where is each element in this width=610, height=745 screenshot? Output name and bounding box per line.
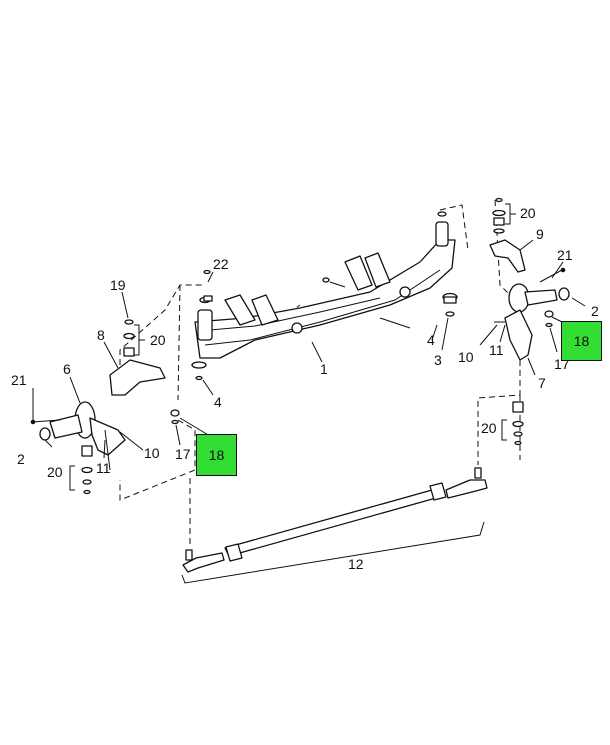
callout-22: 22: [213, 256, 229, 272]
callout-20-lower-left: 20: [47, 464, 63, 480]
left-cotter-and-bolt: [104, 409, 180, 471]
callout-10-right: 10: [458, 349, 474, 365]
callout-21-left: 21: [11, 372, 27, 388]
tie-rod-assembly: [181, 467, 488, 584]
callout-9: 9: [536, 226, 544, 242]
callout-20-upper-left: 20: [150, 332, 166, 348]
right-lower-hardware: [512, 401, 524, 446]
hardware-stack-brackets: [69, 203, 516, 491]
callout-20-upper-right: 20: [520, 205, 536, 221]
callout-17-left: 17: [175, 446, 191, 462]
callout-10-left: 10: [144, 445, 160, 461]
left-steering-knuckle: [30, 401, 126, 456]
callout-8: 8: [97, 327, 105, 343]
callout-2-right: 2: [591, 303, 599, 319]
right-steering-knuckle: [494, 267, 570, 361]
left-king-pin-hardware: [191, 269, 346, 381]
callout-2-left: 2: [17, 451, 25, 467]
callout-3: 3: [434, 352, 442, 368]
callout-12: 12: [348, 556, 364, 572]
callout-20-mid-right: 20: [481, 420, 497, 436]
callout-11-right: 11: [489, 342, 504, 358]
callout-leader-lines: [32, 239, 586, 459]
callout-1: 1: [320, 361, 328, 377]
left-lower-hardware: [81, 445, 93, 495]
callout-7: 7: [538, 375, 546, 391]
highlight-18-right[interactable]: 18: [561, 321, 602, 361]
right-steering-arm: [489, 239, 526, 273]
left-steering-arm: [109, 319, 166, 396]
right-king-pin-hardware: [379, 197, 506, 329]
callout-19: 19: [110, 277, 126, 293]
callout-4-left: 4: [214, 394, 222, 410]
callout-21-right: 21: [557, 247, 573, 263]
callout-11-left: 11: [96, 460, 111, 476]
axle-beam: [194, 211, 456, 359]
callout-4-right: 4: [427, 332, 435, 348]
highlight-18-left[interactable]: 18: [196, 434, 237, 476]
callout-6: 6: [63, 361, 71, 377]
